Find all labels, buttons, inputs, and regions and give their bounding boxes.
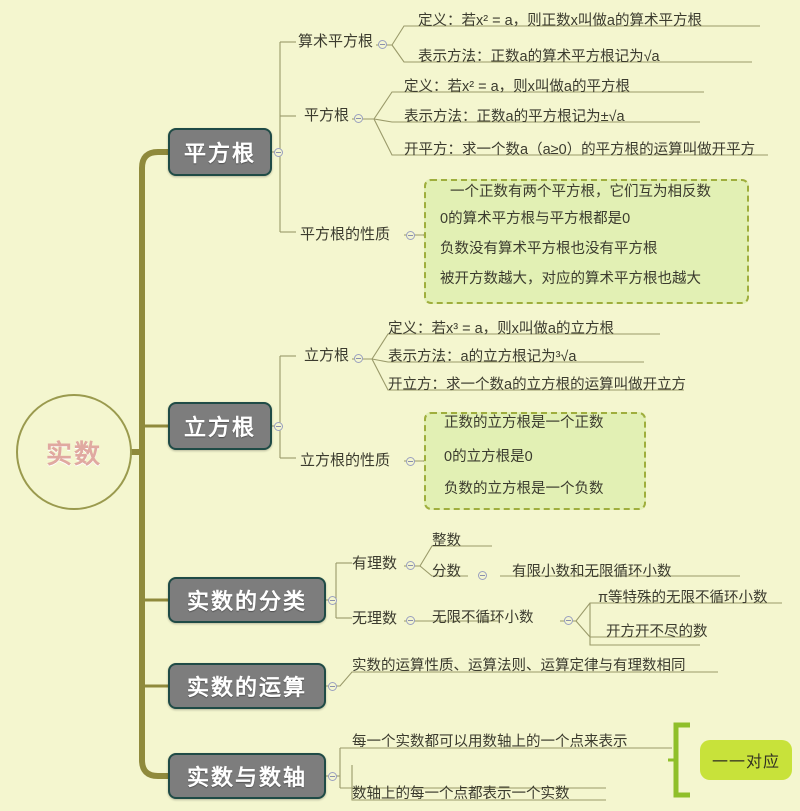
main-node-label-operations: 实数的运算	[186, 675, 307, 700]
label-sqrt-definition[interactable]: 定义：若x² = a，则x叫做a的平方根	[404, 79, 630, 95]
main-node-label-classification: 实数的分类	[186, 589, 307, 614]
label-rational-numbers[interactable]: 有理数	[352, 555, 398, 572]
label-sqrt-representation[interactable]: 表示方法：正数a的平方根记为±√a	[404, 109, 625, 125]
label-sqrt-property-2[interactable]: 0的算术平方根与平方根都是0	[440, 211, 631, 227]
label-cbrt-property-2[interactable]: 0的立方根是0	[444, 449, 533, 465]
label-integers[interactable]: 整数	[432, 533, 461, 549]
label-arith-sqrt-representation[interactable]: 表示方法：正数a的算术平方根记为√a	[418, 49, 660, 65]
label-sqrt-properties[interactable]: 平方根的性质	[300, 226, 391, 243]
label-fractions[interactable]: 分数	[432, 564, 461, 580]
collapse-dot-infinite-nonrepeating[interactable]	[564, 616, 573, 625]
main-node-label-number-line: 实数与数轴	[186, 765, 307, 790]
sqrt-properties-group-box	[424, 179, 749, 304]
collapse-dot-cube-root-sub[interactable]	[354, 354, 363, 363]
collapse-dot-arithmetic-square-root[interactable]	[378, 40, 387, 49]
main-node-label-cube-root: 立方根	[183, 415, 256, 440]
correspondence-badge[interactable]: 一一对应	[700, 740, 792, 780]
root-node-real-numbers[interactable]: 实数	[16, 394, 132, 510]
main-node-label-square-root: 平方根	[183, 141, 256, 166]
label-sqrt-property-4[interactable]: 被开方数越大，对应的算术平方根也越大	[440, 271, 701, 287]
collapse-dot-cbrt-properties[interactable]	[406, 457, 415, 466]
label-sqrt-property-1[interactable]: 一个正数有两个平方根，它们互为相反数	[450, 184, 711, 200]
cbrt-properties-group-box	[424, 412, 646, 510]
label-irrational-detail-1[interactable]: π等特殊的无限不循环小数	[598, 590, 768, 606]
collapse-dot-number-line[interactable]	[328, 772, 337, 781]
label-cube-root[interactable]: 立方根	[304, 347, 350, 364]
main-node-operations[interactable]: 实数的运算	[168, 663, 326, 709]
label-cbrt-property-3[interactable]: 负数的立方根是一个负数	[444, 481, 604, 497]
label-arithmetic-square-root[interactable]: 算术平方根	[298, 33, 374, 50]
collapse-dot-sqrt-properties[interactable]	[406, 231, 415, 240]
label-fraction-detail[interactable]: 有限小数和无限循环小数	[512, 564, 672, 580]
label-infinite-nonrepeating-decimal[interactable]: 无限不循环小数	[432, 610, 534, 626]
label-number-line-statement-1[interactable]: 每一个实数都可以用数轴上的一个点来表示	[352, 734, 628, 750]
label-cbrt-property-1[interactable]: 正数的立方根是一个正数	[444, 415, 604, 431]
label-cbrt-representation[interactable]: 表示方法：a的立方根记为³√a	[388, 349, 577, 365]
main-node-cube-root[interactable]: 立方根	[168, 402, 272, 450]
collapse-dot-square-root-sub[interactable]	[354, 114, 363, 123]
label-cbrt-properties[interactable]: 立方根的性质	[300, 452, 391, 469]
collapse-dot-operations[interactable]	[328, 682, 337, 691]
label-sqrt-property-3[interactable]: 负数没有算术平方根也没有平方根	[440, 241, 658, 257]
collapse-dot-classification[interactable]	[328, 596, 337, 605]
label-irrational-detail-2[interactable]: 开方开不尽的数	[606, 624, 708, 640]
main-node-classification[interactable]: 实数的分类	[168, 577, 326, 623]
main-node-square-root[interactable]: 平方根	[168, 128, 272, 176]
main-node-number-line[interactable]: 实数与数轴	[168, 753, 326, 799]
collapse-dot-square-root[interactable]	[274, 148, 283, 157]
collapse-dot-rational[interactable]	[406, 561, 415, 570]
root-node-label: 实数	[45, 438, 102, 469]
label-square-root[interactable]: 平方根	[304, 107, 350, 124]
collapse-dot-irrational[interactable]	[406, 616, 415, 625]
label-operations-detail[interactable]: 实数的运算性质、运算法则、运算定律与有理数相同	[352, 658, 686, 674]
label-sqrt-extraction[interactable]: 开平方：求一个数a（a≥0）的平方根的运算叫做开平方	[404, 142, 756, 158]
label-cbrt-definition[interactable]: 定义：若x³ = a，则x叫做a的立方根	[388, 321, 614, 337]
label-number-line-statement-2[interactable]: 数轴上的每一个点都表示一个实数	[352, 786, 570, 802]
collapse-dot-cube-root[interactable]	[274, 422, 283, 431]
collapse-dot-fractions[interactable]	[478, 571, 487, 580]
label-arith-sqrt-definition[interactable]: 定义：若x² = a，则正数x叫做a的算术平方根	[418, 13, 702, 29]
correspondence-label: 一一对应	[711, 754, 780, 771]
label-irrational-numbers[interactable]: 无理数	[352, 610, 398, 627]
label-cbrt-extraction[interactable]: 开立方：求一个数a的立方根的运算叫做开立方	[388, 377, 687, 393]
